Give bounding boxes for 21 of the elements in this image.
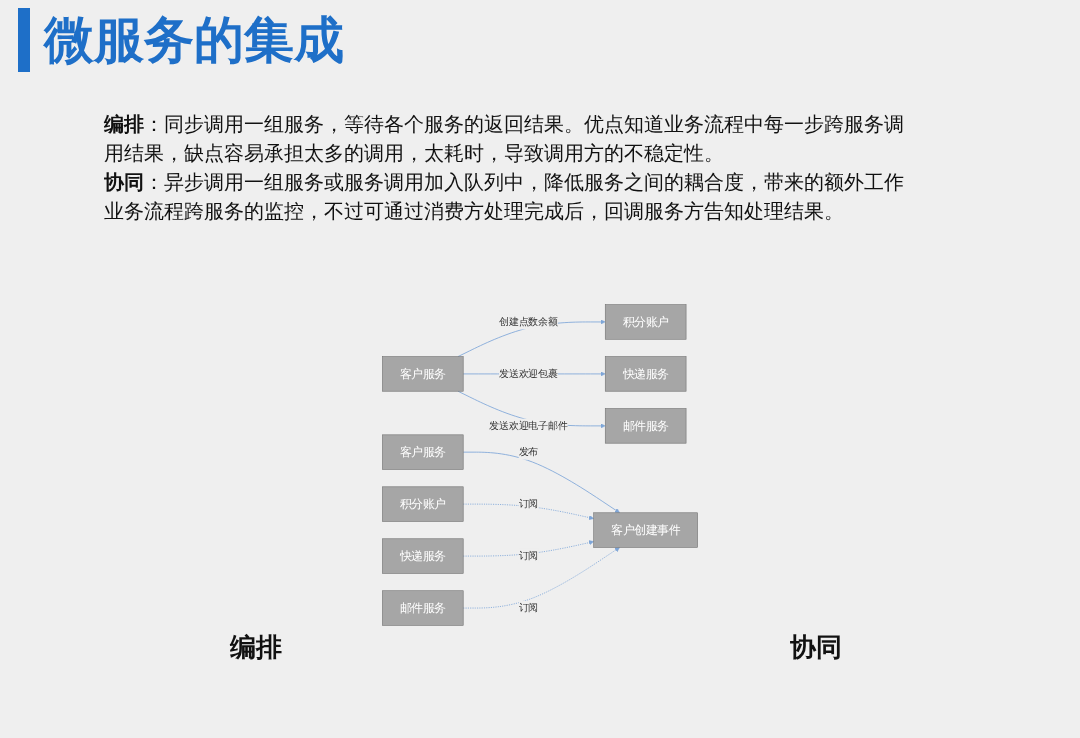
edge-label: 订阅 [518,601,539,614]
page-title: 微服务的集成 [18,8,344,72]
node-box: 快递服务 [604,356,687,392]
diagram-caption: 协同 [790,631,842,664]
node-box: 客户创建事件 [593,512,698,548]
node-box: 邮件服务 [382,590,464,626]
edge-label: 订阅 [518,497,539,510]
edge-label: 创建点数余额 [499,315,558,328]
node-box: 积分账户 [382,486,464,522]
node-box: 积分账户 [604,304,687,340]
node-box: 客户服务 [382,356,464,392]
node-box: 快递服务 [382,538,464,574]
edge-label: 发布 [518,445,539,458]
edge-label: 发送欢迎包裹 [499,367,558,380]
description-paragraph: 编排：同步调用一组服务，等待各个服务的返回结果。优点知道业务流程中每一步跨服务调用结果，缺点容易承担太多的调用，太耗时，导致调用方的不稳定性。 [104,111,904,167]
description-paragraph: 协同：异步调用一组服务或服务调用加入队列中，降低服务之间的耦合度，带来的额外工作业务流程跨服务的监控，不过可通过消费方处理完成后，回调服务方告知处理结果。 [104,169,904,225]
node-box: 邮件服务 [604,408,687,444]
node-box: 客户服务 [382,434,464,470]
diagram-caption: 编排 [230,631,282,664]
edge-label: 发送欢迎电子邮件 [489,419,568,432]
edge-label: 订阅 [518,549,539,562]
